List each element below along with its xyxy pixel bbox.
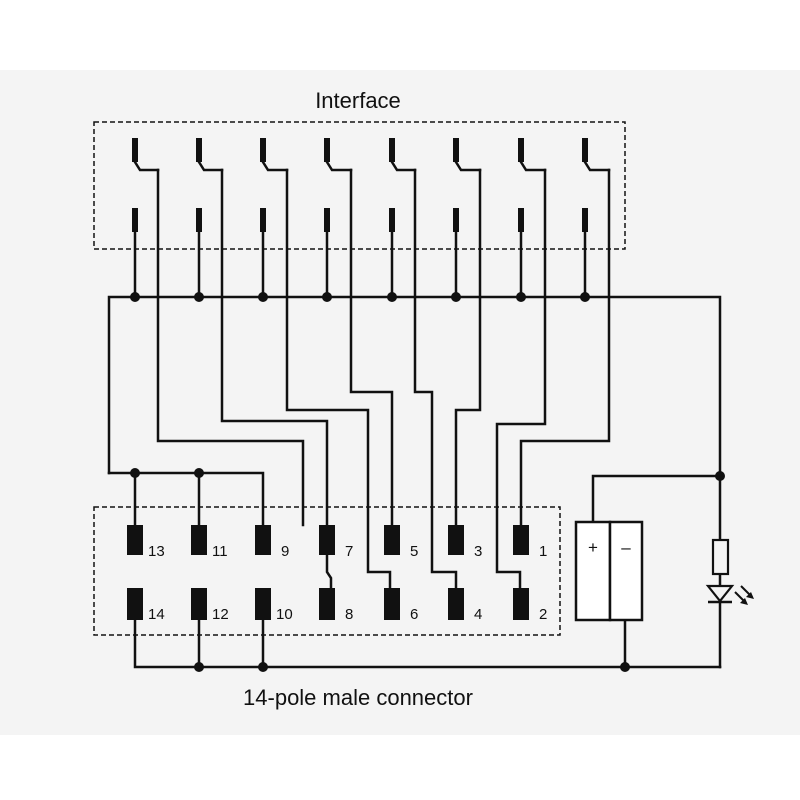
interface-frame: [93, 121, 626, 250]
pin-label: 7: [345, 543, 353, 560]
resistor: [711, 538, 730, 576]
contact-3: [260, 138, 289, 232]
pin-label: 9: [281, 543, 289, 560]
power-supply: + –: [574, 471, 725, 622]
pin-1: [513, 525, 529, 555]
pin-label: 3: [474, 543, 482, 560]
pin-12: [191, 588, 207, 620]
pin-5: [384, 525, 400, 555]
pin-label: 12: [212, 606, 229, 623]
pin-label: 14: [148, 606, 165, 623]
contact-4: [324, 138, 353, 232]
pin-3: [448, 525, 464, 555]
pin-13: [127, 525, 143, 555]
pin-labels: 13 11 9 7 5 3 1 14 12 10 8 6 4 2: [148, 543, 547, 623]
pin-label: 4: [474, 606, 482, 623]
connector-title: 14-pole male connector: [243, 685, 473, 710]
pin-9: [255, 525, 271, 555]
plus-label: +: [588, 538, 598, 557]
pin-label: 11: [212, 543, 228, 560]
pin-label: 1: [539, 543, 547, 560]
pin-label: 10: [276, 606, 293, 623]
contact-2: [196, 138, 224, 232]
pin-label: 13: [148, 543, 165, 560]
pin-11: [191, 525, 207, 555]
pin-2: [513, 588, 529, 620]
ground-bus: [133, 618, 722, 672]
minus-label: –: [621, 538, 631, 557]
pin-label: 8: [345, 606, 353, 623]
pin-label: 6: [410, 606, 418, 623]
pin-7: [319, 525, 335, 555]
contact-7: [518, 138, 547, 232]
contact-8: [582, 138, 611, 232]
pin-6: [384, 588, 400, 620]
signal-wires: [156, 168, 611, 590]
connector-pins: [127, 525, 529, 620]
pin-label: 5: [410, 543, 418, 560]
pin-4: [448, 588, 464, 620]
interface-contacts: [132, 138, 611, 232]
contact-1: [132, 138, 160, 232]
interface-title: Interface: [315, 88, 401, 113]
pin-8: [319, 588, 335, 620]
diagram-background: [0, 70, 800, 735]
contact-6: [453, 138, 482, 232]
common-return: [107, 468, 265, 527]
led-icon: [705, 584, 754, 605]
pin-14: [127, 588, 143, 620]
pin-10: [255, 588, 271, 620]
pin-label: 2: [539, 606, 547, 623]
contact-5: [389, 138, 417, 232]
